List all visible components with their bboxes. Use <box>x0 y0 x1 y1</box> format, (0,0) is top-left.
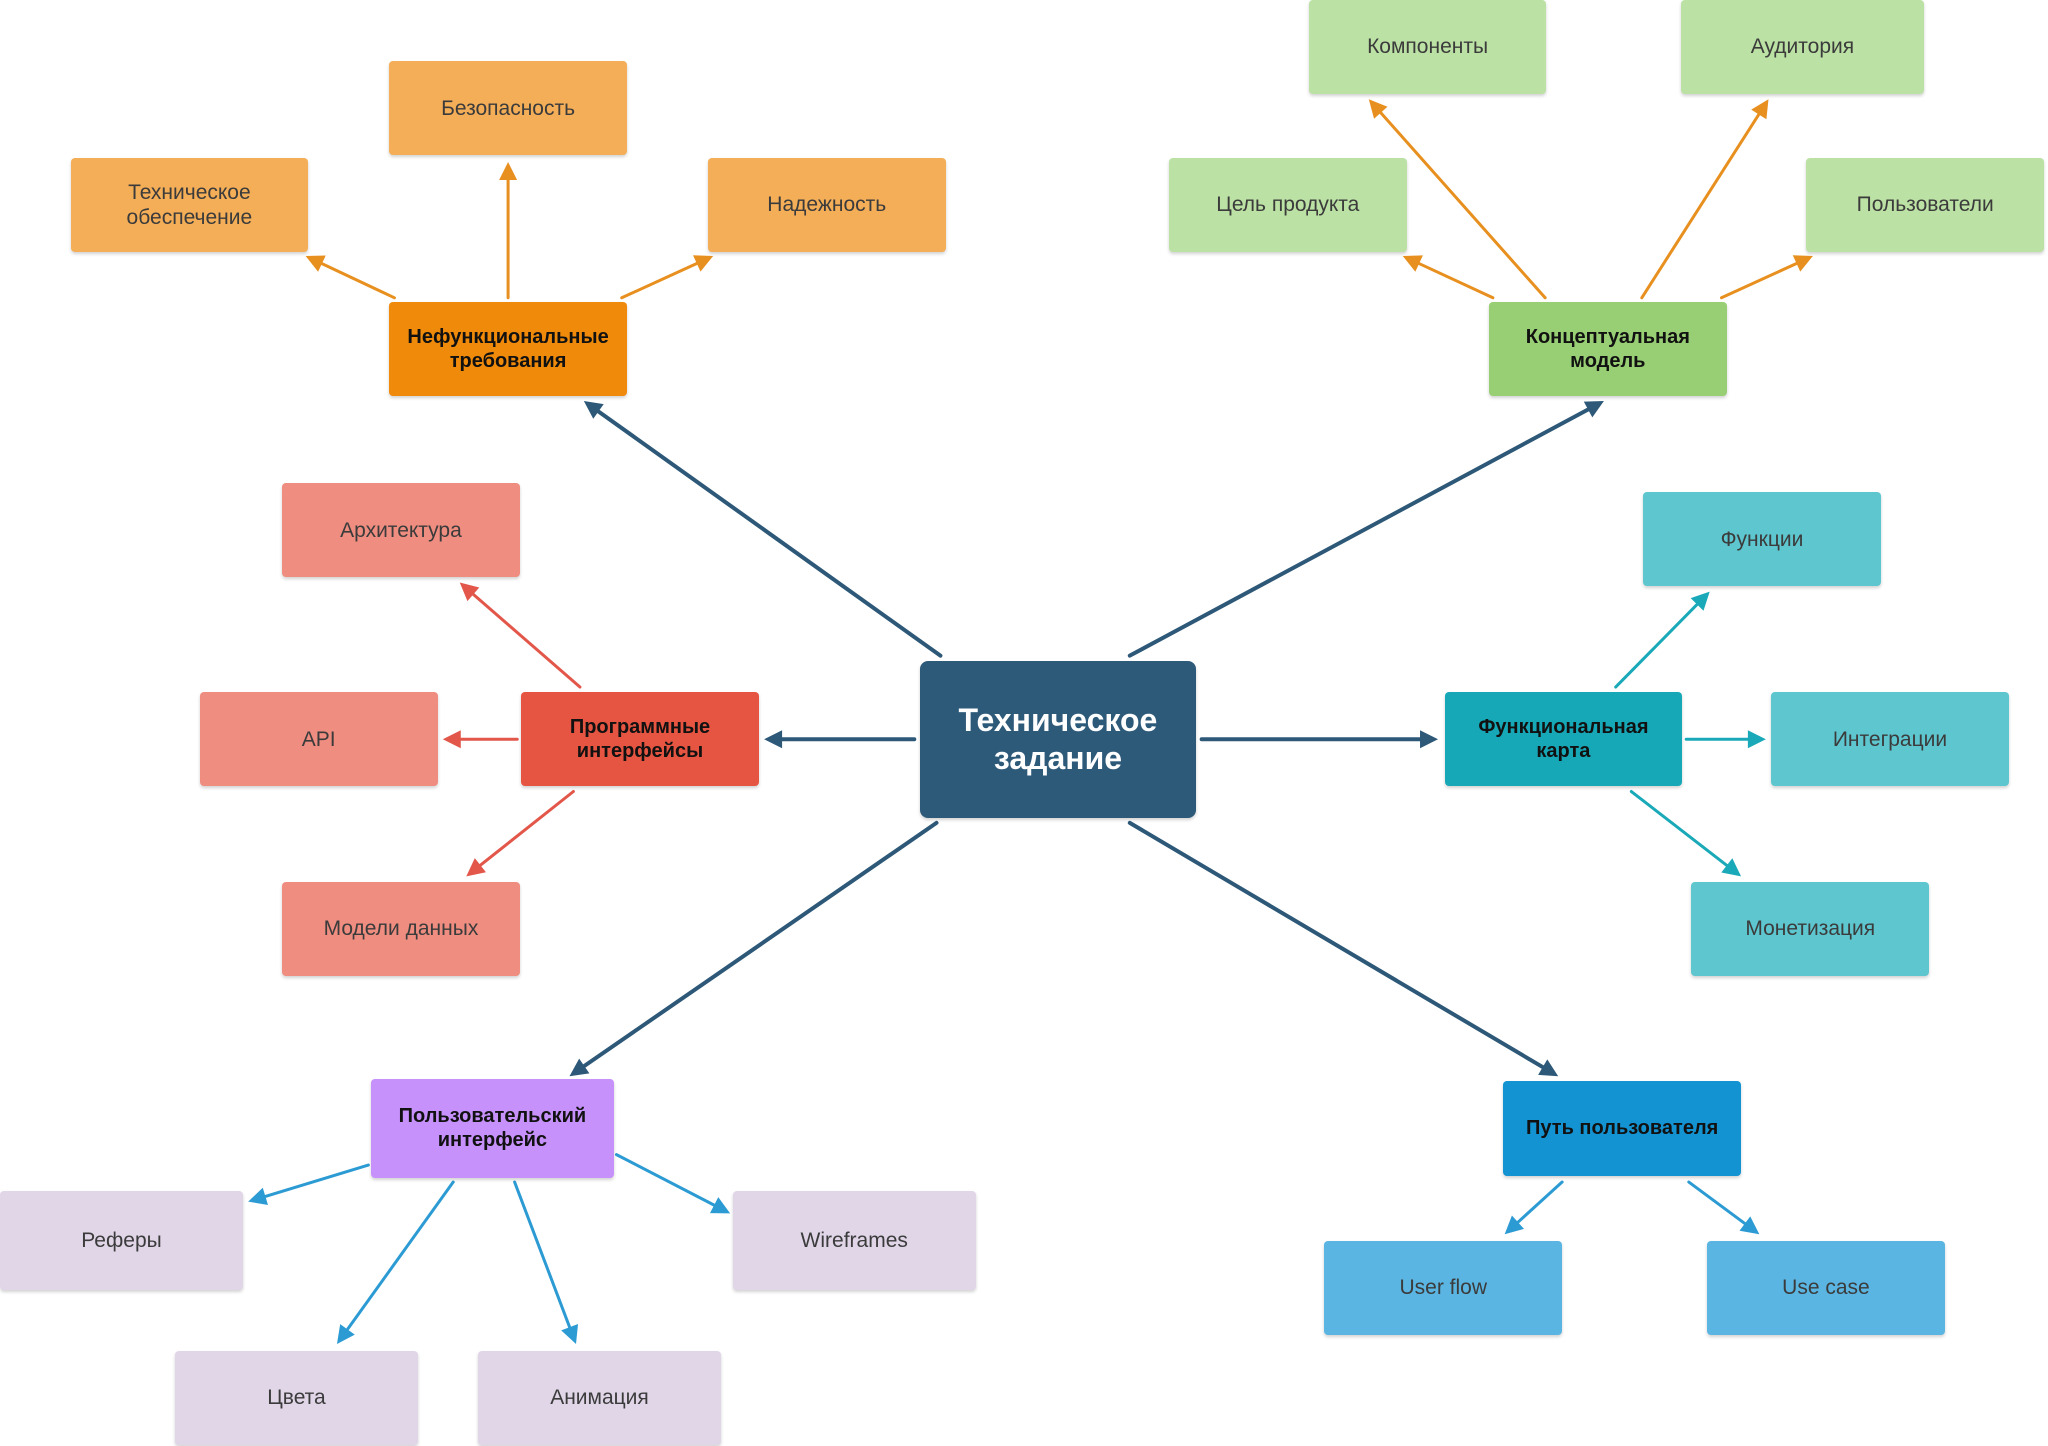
arrow-funcmap-monet <box>1629 790 1742 877</box>
arrow-ui-wire <box>614 1153 731 1214</box>
leaf-references: Реферы <box>0 1191 243 1291</box>
leaf-users: Пользователи <box>1806 158 2045 253</box>
arrow-center-journey <box>1127 820 1559 1077</box>
arrow-api-arch <box>459 582 582 689</box>
arrow-center-api <box>764 730 917 749</box>
leaf-api: API <box>199 692 438 787</box>
leaf-reliability: Надежность <box>707 158 946 253</box>
arrow-api-models <box>466 790 575 877</box>
leaf-data-models: Модели данных <box>282 881 520 976</box>
arrow-journey-case <box>1687 1180 1760 1235</box>
hub-program-interfaces: Программные интерфейсы <box>521 692 759 787</box>
leaf-animation: Анимация <box>478 1350 721 1445</box>
hub-user-interface: Пользовательский интерфейс <box>370 1078 614 1179</box>
arrow-api-api <box>442 730 519 749</box>
arrow-ui-refs <box>248 1163 370 1206</box>
leaf-use-case: Use case <box>1707 1240 1945 1335</box>
arrow-center-nonfunc <box>583 400 943 658</box>
leaf-user-flow: User flow <box>1324 1240 1563 1335</box>
leaf-tech-support: Техническое обеспечение <box>70 158 309 253</box>
hub-functional-map: Функциональная карта <box>1444 692 1683 787</box>
leaf-integrations: Интеграции <box>1771 692 2009 787</box>
leaf-colors: Цвета <box>175 1350 418 1445</box>
arrow-ui-anim <box>513 1180 579 1344</box>
center-node-technical-spec: Техническое задание <box>919 660 1197 818</box>
arrow-journey-flow <box>1504 1180 1564 1235</box>
arrow-concept-goal <box>1402 255 1495 300</box>
leaf-audience: Аудитория <box>1680 0 1924 95</box>
hub-conceptual-model: Концептуальная модель <box>1488 301 1727 396</box>
arrow-funcmap-integ <box>1684 730 1766 749</box>
arrow-center-ui <box>569 820 939 1077</box>
leaf-architecture: Архитектура <box>282 483 520 578</box>
arrow-center-funcmap <box>1199 730 1439 749</box>
arrow-concept-aud <box>1640 99 1769 300</box>
arrow-nonfunc-rel <box>620 255 714 300</box>
arrow-concept-comp <box>1368 99 1547 300</box>
arrow-nonfunc-sec <box>499 161 518 300</box>
leaf-components: Компоненты <box>1308 0 1547 95</box>
arrow-concept-users <box>1719 255 1813 300</box>
arrow-funcmap-func <box>1614 591 1710 689</box>
leaf-security: Безопасность <box>389 61 627 156</box>
leaf-monetization: Монетизация <box>1691 881 1930 976</box>
arrow-nonfunc-tech <box>305 255 396 300</box>
leaf-functions: Функции <box>1643 492 1881 587</box>
arrow-ui-colors <box>336 1180 455 1344</box>
leaf-wireframes: Wireframes <box>732 1191 976 1291</box>
leaf-product-goal: Цель продукта <box>1168 158 1407 253</box>
hub-nonfunctional-requirements: Нефункциональные требования <box>389 301 627 396</box>
arrow-center-concept <box>1127 400 1604 658</box>
hub-user-journey: Путь пользователя <box>1503 1081 1742 1176</box>
